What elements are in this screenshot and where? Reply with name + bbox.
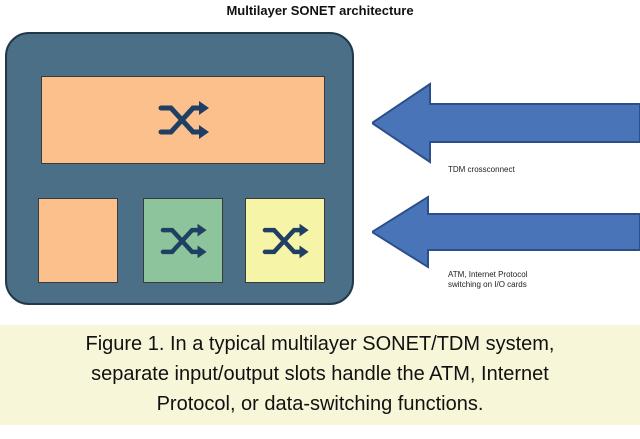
caption-line-1: Figure 1. In a typical multilayer SONET/… xyxy=(85,333,555,355)
io-card-slot-switching-yellow xyxy=(245,198,325,283)
atm-label-line-1: ATM, Internet Protocol xyxy=(448,270,528,279)
tdm-crossconnect-slot xyxy=(41,76,325,164)
atm-label-line-2: switching on I/O cards xyxy=(448,280,527,289)
diagram-title: Multilayer SONET architecture xyxy=(226,3,414,18)
atm-ip-switching-label: ATM, Internet Protocol switching on I/O … xyxy=(448,270,527,290)
caption-line-2: separate input/output slots handle the A… xyxy=(91,363,549,385)
tdm-crossconnect-label: TDM crossconnect xyxy=(448,165,515,174)
switch-icon xyxy=(160,223,207,258)
switch-icon xyxy=(262,223,309,258)
caption-line-3: Protocol, or data-switching functions. xyxy=(156,393,484,415)
io-card-slot-empty xyxy=(38,198,118,283)
sonet-chassis xyxy=(5,32,354,305)
io-card-slot-switching-green xyxy=(143,198,223,283)
tdm-input-arrow-icon xyxy=(372,82,640,164)
switch-icon xyxy=(158,101,209,139)
atm-input-arrow-icon xyxy=(372,195,640,269)
figure-caption: Figure 1. In a typical multilayer SONET/… xyxy=(0,325,640,425)
